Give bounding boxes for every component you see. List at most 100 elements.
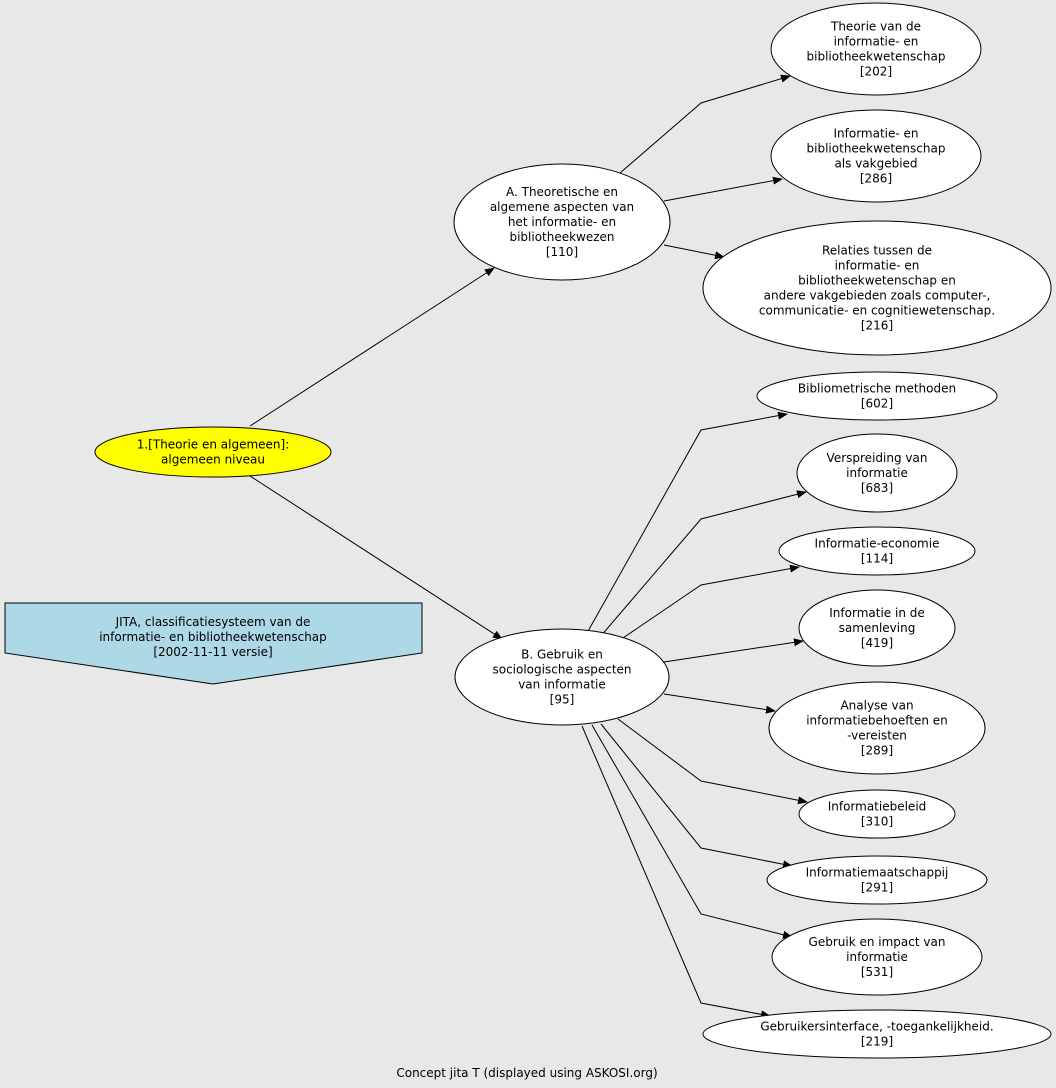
- concept-node-1-0-line: Bibliometrische methoden: [798, 382, 956, 396]
- concept-node-1-6-shape: [766, 855, 988, 905]
- edge-branch-1-child-7: [591, 724, 793, 939]
- root-node-line: 1.[Theorie en algemeen]:: [137, 438, 290, 452]
- edge-branch-1-child-8: [581, 725, 771, 1019]
- concept-node-1-2[interactable]: Informatie-economie[114]: [778, 526, 976, 576]
- concept-node-1-8-line: Gebruikersinterface, -toegankelijkheid.: [760, 1020, 993, 1034]
- branch-node-1-line: van informatie: [518, 678, 606, 692]
- concept-node-1-5-line: [310]: [861, 815, 893, 829]
- concept-node-1-6-line: [291]: [861, 881, 893, 895]
- concept-node-1-3-line: samenleving: [839, 621, 916, 635]
- concept-node-0-0-line: Theorie van de: [830, 20, 921, 34]
- legend-label-line: informatie- en bibliotheekwetenschap: [99, 630, 327, 644]
- concept-node-1-7-line: Gebruik en impact van: [809, 935, 946, 949]
- edge-branch-0-child-1: [663, 176, 783, 202]
- edge-branch-0-child-2: [663, 244, 725, 260]
- concept-node-0-2-shape: [702, 220, 1052, 356]
- concept-node-1-4-line: informatiebehoeften en: [806, 714, 948, 728]
- concept-node-1-6[interactable]: Informatiemaatschappij[291]: [766, 855, 988, 905]
- concept-node-1-2-line: Informatie-economie: [815, 537, 940, 551]
- branch-node-0-line: A. Theoretische en: [506, 185, 618, 199]
- concept-node-0-0-shape: [770, 2, 982, 96]
- root-node-shape: [94, 426, 332, 478]
- concept-node-0-0-line: informatie- en: [834, 35, 919, 49]
- concept-node-0-0-line: [202]: [860, 65, 892, 79]
- legend-label-line: JITA, classificatiesysteem van de: [115, 615, 311, 629]
- concept-node-1-1-line: informatie: [846, 466, 908, 480]
- footer-caption: Concept jita T (displayed using ASKOSI.o…: [396, 1066, 657, 1080]
- branch-node-1-line: [95]: [550, 693, 575, 707]
- concept-node-1-8-shape: [702, 1009, 1052, 1059]
- concept-node-1-0-line: [602]: [861, 397, 893, 411]
- concept-node-0-1-line: Informatie- en: [833, 127, 918, 141]
- legend-label-line: [2002-11-11 versie]: [153, 645, 272, 659]
- concept-node-0-2-line: bibliotheekwetenschap en: [798, 274, 956, 288]
- concept-node-0-2-line: [216]: [861, 319, 893, 333]
- concept-node-1-7-line: informatie: [846, 950, 908, 964]
- concept-node-1-4-line: [289]: [861, 744, 893, 758]
- concept-node-1-1-line: Verspreiding van: [827, 451, 928, 465]
- edge-branch-1-child-5: [617, 718, 808, 805]
- branch-node-0-line: algemene aspecten van: [490, 200, 634, 214]
- concept-node-1-3-line: [419]: [861, 636, 893, 650]
- concept-node-1-0-shape: [756, 371, 998, 421]
- concept-node-0-1-line: [286]: [860, 172, 892, 186]
- concept-node-1-7-line: [531]: [861, 965, 893, 979]
- edge-root-to-branch-0: [249, 267, 495, 427]
- edge-branch-1-child-6: [600, 723, 793, 869]
- concept-node-1-1-shape: [796, 433, 958, 513]
- concept-node-1-2-line: [114]: [861, 552, 893, 566]
- concept-node-1-5-line: Informatiebeleid: [828, 800, 927, 814]
- concept-node-1-2-shape: [778, 526, 976, 576]
- root-node[interactable]: 1.[Theorie en algemeen]:algemeen niveau: [94, 426, 332, 478]
- concept-node-0-2-line: Relaties tussen de: [822, 244, 932, 258]
- concept-node-1-4-line: Analyse van: [840, 699, 913, 713]
- concept-node-0-1-line: bibliotheekwetenschap: [807, 142, 946, 156]
- branch-node-1-shape: [454, 628, 670, 726]
- concept-node-0-1-line: als vakgebied: [834, 157, 917, 171]
- edge-branch-0-child-0: [619, 74, 791, 174]
- node-layer: 1.[Theorie en algemeen]:algemeen niveauJ…: [4, 2, 1052, 1059]
- legend-box: JITA, classificatiesysteem van deinforma…: [4, 602, 423, 685]
- branch-node-0-line: het informatie- en: [508, 215, 616, 229]
- edge-branch-1-child-3: [663, 638, 804, 663]
- concept-node-1-8[interactable]: Gebruikersinterface, -toegankelijkheid.[…: [702, 1009, 1052, 1059]
- concept-node-0-2-line: informatie- en: [835, 259, 920, 273]
- legend-shape: [4, 602, 423, 685]
- edge-branch-1-child-4: [663, 693, 776, 714]
- concept-node-1-5[interactable]: Informatiebeleid[310]: [798, 789, 956, 839]
- concept-node-1-1-line: [683]: [861, 481, 893, 495]
- branch-node-1-line: B. Gebruik en: [521, 648, 603, 662]
- concept-node-0-0-line: bibliotheekwetenschap: [807, 50, 946, 64]
- concept-node-0-2-line: andere vakgebieden zoals computer-,: [764, 289, 991, 303]
- branch-node-0-shape: [453, 163, 671, 281]
- root-node-line: algemeen niveau: [161, 453, 265, 467]
- concept-node-1-6-line: Informatiemaatschappij: [806, 866, 949, 880]
- edge-root-to-branch-1: [249, 475, 503, 640]
- edge-layer: [249, 74, 808, 1019]
- concept-node-1-8-line: [219]: [861, 1035, 893, 1049]
- concept-node-1-7-shape: [771, 918, 983, 996]
- concept-node-1-3-line: Informatie in de: [829, 606, 924, 620]
- concept-node-1-4-line: -vereisten: [847, 729, 907, 743]
- concept-node-1-5-shape: [798, 789, 956, 839]
- edge-branch-1-child-1: [599, 490, 807, 638]
- concept-node-0-1-shape: [770, 109, 982, 203]
- concept-node-1-4-shape: [768, 681, 986, 775]
- concept-node-0-2-line: communicatie- en cognitiewetenschap.: [759, 304, 995, 318]
- edge-branch-1-child-2: [619, 564, 800, 641]
- concept-node-1-0[interactable]: Bibliometrische methoden[602]: [756, 371, 998, 421]
- edge-branch-1-child-0: [586, 411, 788, 634]
- concept-node-1-3-shape: [798, 589, 956, 667]
- branch-node-0-line: [110]: [546, 245, 578, 259]
- branch-node-0-line: bibliotheekwezen: [509, 230, 614, 244]
